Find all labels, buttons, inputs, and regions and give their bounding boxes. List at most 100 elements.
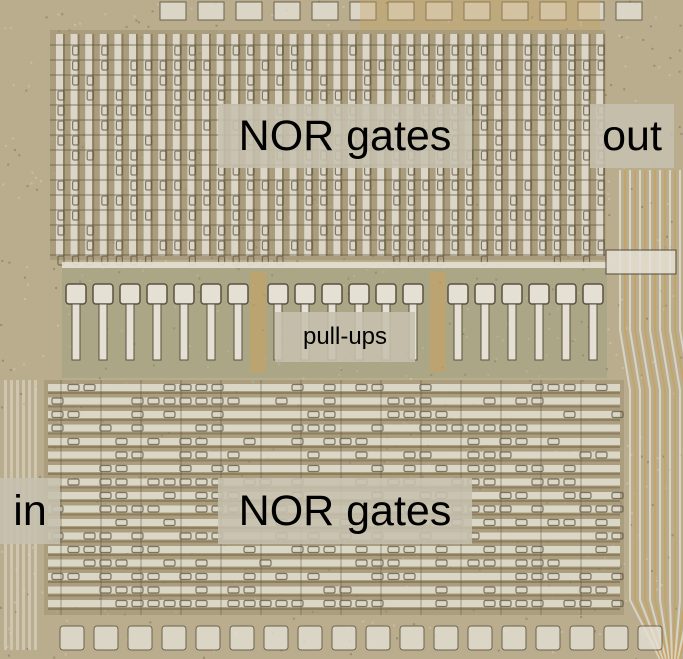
transistor-cell — [57, 105, 65, 116]
speckle — [347, 277, 350, 280]
speckle — [28, 85, 30, 88]
upper-column-trace — [129, 34, 136, 256]
transistor-cell — [195, 437, 208, 446]
speckle — [640, 376, 643, 379]
top-structure — [387, 1, 415, 21]
speckle — [151, 10, 154, 13]
transistor-cell — [371, 464, 384, 473]
transistor-cell — [510, 240, 518, 251]
speckle — [53, 268, 56, 271]
transistor-cell — [243, 572, 256, 581]
transistor-cell — [227, 586, 240, 594]
transistor-cell — [531, 464, 544, 473]
transistor-cell — [99, 505, 112, 513]
speckle — [68, 313, 71, 316]
lower-column-line — [580, 380, 582, 615]
transistor-cell — [611, 491, 624, 500]
transistor-cell — [227, 464, 240, 473]
transistor-cell — [483, 599, 496, 608]
lower-row-poly — [48, 473, 620, 475]
transistor-cell — [203, 60, 211, 71]
upper-column-trace — [523, 34, 531, 256]
transistor-cell — [130, 165, 138, 176]
transistor-cell — [435, 559, 448, 567]
speckle — [137, 21, 140, 24]
power-rail-left — [250, 272, 266, 372]
speckle — [227, 350, 230, 353]
speckle — [198, 277, 201, 280]
transistor-cell — [67, 437, 80, 446]
speckle — [582, 354, 584, 357]
transistor-cell — [582, 75, 591, 86]
lower-column-line — [60, 380, 62, 615]
speckle — [430, 374, 433, 376]
output-bus-line — [634, 170, 666, 659]
transistor-cell — [451, 240, 459, 251]
transistor-cell — [71, 210, 80, 221]
transistor-cell — [218, 75, 226, 86]
transistor-cell — [131, 572, 144, 581]
speckle — [79, 22, 82, 25]
transistor-cell — [437, 45, 445, 56]
transistor-cell — [147, 586, 160, 594]
transistor-cell — [568, 195, 576, 206]
transistor-cell — [179, 451, 192, 459]
transistor-cell — [115, 120, 124, 131]
speckle — [495, 357, 498, 360]
speckle — [382, 270, 385, 273]
transistor-cell — [355, 383, 368, 392]
lower-column-line — [180, 380, 182, 615]
transistor-cell — [495, 135, 503, 146]
transistor-cell — [83, 383, 96, 392]
pullup-stem — [206, 303, 216, 361]
speckle — [413, 623, 416, 626]
transistor-cell — [403, 464, 416, 473]
transistor-cell — [597, 195, 605, 206]
upper-column-poly — [530, 34, 533, 256]
transistor-cell — [495, 225, 503, 236]
pullup-stem — [588, 303, 598, 361]
upper-column-trace — [508, 34, 516, 256]
speckle — [36, 188, 38, 191]
transistor-cell — [467, 451, 480, 459]
transistor-cell — [355, 545, 368, 554]
transistor-cell — [483, 424, 496, 432]
transistor-cell — [320, 195, 328, 206]
transistor-cell — [131, 586, 144, 594]
speckle — [135, 19, 138, 22]
speckle — [70, 345, 73, 348]
speckle — [463, 281, 466, 284]
transistor-cell — [355, 437, 368, 446]
transistor-cell — [597, 60, 605, 71]
speckle — [422, 347, 424, 350]
pullup-head — [528, 283, 550, 305]
transistor-cell — [261, 60, 269, 71]
speckle — [174, 306, 177, 309]
transistor-cell — [547, 572, 560, 581]
transistor-cell — [232, 195, 240, 206]
transistor-cell — [320, 75, 328, 86]
transistor-cell — [451, 180, 459, 191]
speckle — [104, 13, 107, 16]
speckle — [668, 74, 671, 77]
speckle — [57, 324, 59, 327]
transistor-cell — [179, 383, 192, 392]
transistor-cell — [531, 505, 544, 513]
bottom-structure — [535, 625, 561, 651]
transistor-cell — [305, 195, 313, 206]
speckle — [26, 647, 29, 650]
output-bus-line — [669, 170, 681, 659]
upper-row-line — [50, 239, 605, 241]
output-bus-line — [644, 170, 669, 659]
transistor-cell — [83, 532, 96, 540]
transistor-cell — [403, 410, 416, 419]
transistor-cell — [531, 383, 544, 392]
transistor-cell — [483, 518, 496, 527]
transistor-cell — [174, 90, 182, 101]
transistor-cell — [323, 424, 336, 432]
transistor-cell — [378, 225, 386, 236]
transistor-cell — [480, 45, 488, 56]
transistor-cell — [323, 437, 336, 446]
transistor-cell — [349, 195, 357, 206]
transistor-cell — [86, 240, 94, 251]
